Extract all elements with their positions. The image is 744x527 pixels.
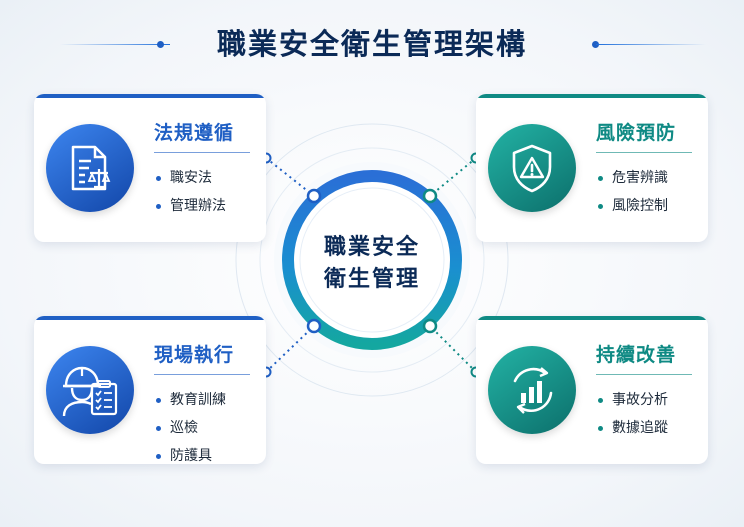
card-divider	[154, 374, 250, 375]
card-title: 風險預防	[596, 122, 677, 144]
list-item: 事故分析	[596, 386, 668, 414]
page-title: 職業安全衛生管理架構	[216, 27, 527, 61]
connector-improvement	[429, 325, 477, 373]
hub-inner	[299, 187, 445, 333]
card-regulations: 法規遵循 職安法 管理辦法	[34, 94, 266, 242]
card-item-list: 事故分析 數據追蹤	[596, 386, 668, 442]
hub-label-line1: 職業安全	[323, 235, 420, 260]
worker-checklist-icon	[46, 346, 134, 434]
document-scale-icon	[46, 124, 134, 212]
connector-regulations	[265, 157, 315, 197]
dot-hub-regulations	[306, 188, 322, 204]
outer-halo-ring	[235, 123, 509, 397]
card-continuous-improvement: 持續改善 事故分析 數據追蹤	[476, 316, 708, 464]
card-risk-prevention: 風險預防 危害辨識 風險控制	[476, 94, 708, 242]
title-line-right	[596, 44, 706, 45]
title-dot-right	[592, 41, 599, 48]
title-line-left	[60, 44, 170, 45]
list-item: 風險控制	[596, 192, 668, 220]
dot-hub-improvement	[422, 318, 438, 334]
card-divider	[596, 374, 692, 375]
list-item: 數據追蹤	[596, 414, 668, 442]
card-divider	[596, 152, 692, 153]
card-item-list: 危害辨識 風險控制	[596, 164, 668, 220]
card-field-execution: 現場執行 教育訓練 巡檢 防護具	[34, 316, 266, 464]
card-title: 現場執行	[154, 344, 235, 366]
list-item: 職安法	[154, 164, 226, 192]
card-item-list: 職安法 管理辦法	[154, 164, 226, 220]
hub-label-line2: 衛生管理	[323, 267, 420, 292]
title-bar: 職業安全衛生管理架構	[0, 22, 744, 66]
cycle-chart-icon	[488, 346, 576, 434]
list-item: 危害辨識	[596, 164, 668, 192]
dot-hub-field	[306, 318, 322, 334]
list-item: 教育訓練	[154, 386, 226, 414]
list-item: 防護具	[154, 442, 226, 464]
dot-hub-risk	[422, 188, 438, 204]
card-title: 持續改善	[596, 344, 677, 366]
mid-halo-ring	[259, 147, 485, 373]
list-item: 管理辦法	[154, 192, 226, 220]
connector-risk	[429, 157, 477, 197]
connector-field	[265, 325, 315, 373]
card-item-list: 教育訓練 巡檢 防護具	[154, 386, 226, 464]
list-item: 巡檢	[154, 414, 226, 442]
title-dot-left	[157, 41, 164, 48]
hub-label: 職業安全 衛生管理	[302, 232, 442, 296]
card-title: 法規遵循	[154, 122, 235, 144]
card-divider	[154, 152, 250, 153]
shield-warning-icon	[488, 124, 576, 212]
